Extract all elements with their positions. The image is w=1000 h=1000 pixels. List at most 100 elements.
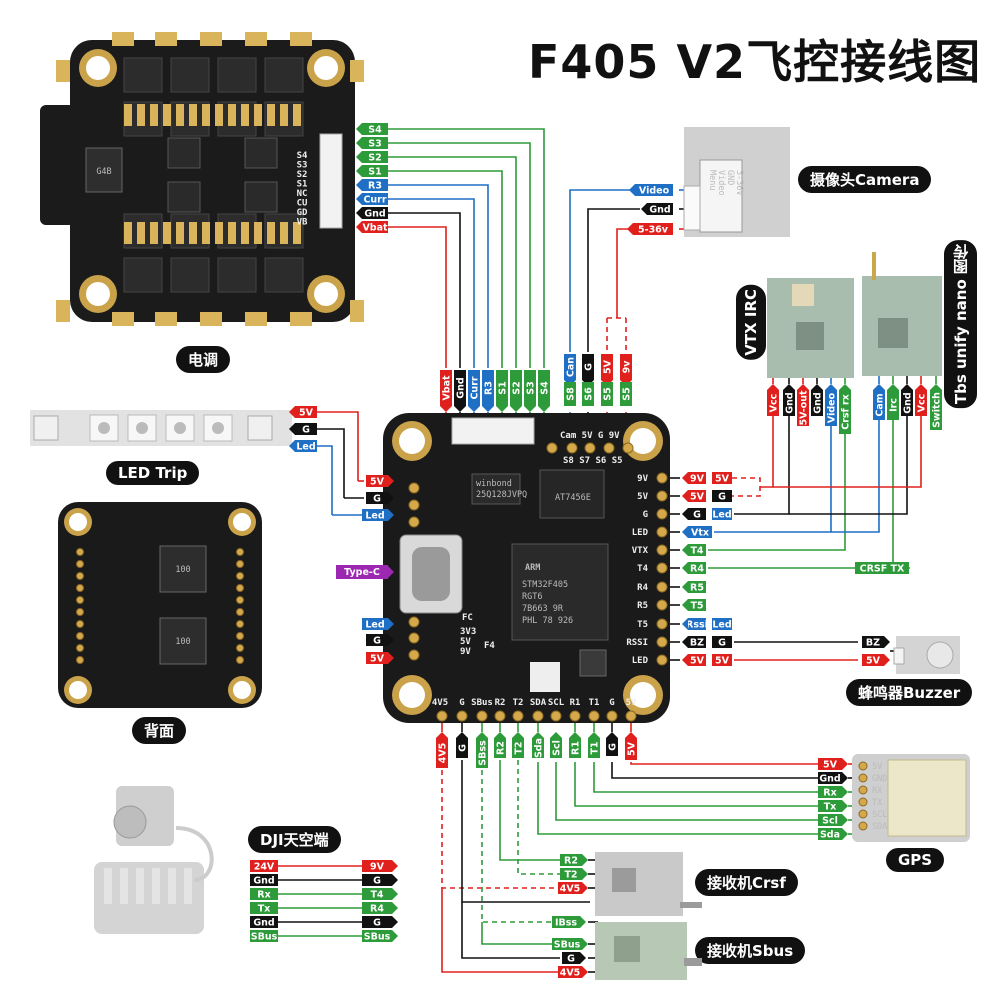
back-pad	[76, 632, 84, 640]
esc-motor-pad	[56, 60, 70, 82]
dji-right-tag: R4	[362, 902, 398, 915]
back-pad	[236, 596, 244, 604]
tag-box	[362, 509, 388, 521]
tag-label: 4V5	[560, 968, 581, 979]
tag-label: Type-C	[344, 567, 380, 578]
tag-arrow	[356, 207, 362, 219]
tag-box	[454, 370, 466, 406]
esc-pin-silk: GD	[297, 208, 308, 218]
tag-arrow	[625, 732, 637, 738]
fc-silk: 3V3	[460, 627, 476, 637]
tag-box	[601, 382, 613, 406]
fc-right-tag: 5V	[682, 654, 706, 667]
tag-arrow	[388, 475, 394, 487]
tag-box	[295, 440, 317, 452]
tag-label: Video	[827, 392, 838, 423]
fc-right-pad	[656, 654, 668, 666]
esc-tag: S1	[356, 165, 388, 178]
back-pad	[236, 620, 244, 628]
mosfet	[217, 101, 257, 137]
tag-box	[552, 916, 580, 928]
dji-fin	[152, 868, 160, 904]
tag-arrow	[569, 732, 581, 738]
tag-arrow	[797, 384, 809, 390]
tag-label: Led	[296, 442, 315, 453]
sbus-rx-tag: 4V5	[558, 966, 588, 979]
tag-box	[818, 758, 842, 770]
tag-arrow	[682, 654, 688, 666]
smd-resistor	[150, 104, 158, 126]
tag-label: SBus	[554, 940, 581, 951]
dji-cable	[175, 826, 214, 882]
tag-label: Gnd	[456, 377, 467, 398]
led-strip-tag: Led	[289, 440, 317, 453]
tag-label: G	[302, 425, 310, 436]
tag-box	[250, 874, 278, 886]
mount-hole	[399, 428, 425, 454]
tag-arrow	[392, 860, 398, 872]
tag-box	[564, 354, 576, 380]
gps-tag: Sda	[818, 828, 848, 841]
gps-pin-silk: 5V	[872, 762, 882, 772]
tag-arrow	[641, 203, 647, 215]
inductor-mark: 100	[175, 565, 190, 575]
tag-label: 5V	[627, 741, 638, 756]
fc-right-tag: G	[712, 490, 732, 503]
fc-right-silk: G	[643, 510, 648, 520]
tag-label: G	[718, 492, 726, 503]
tag-box	[362, 151, 388, 163]
fc-cam-tag: 9v	[620, 354, 633, 386]
smd-resistor	[293, 104, 301, 126]
tag-box	[582, 382, 594, 406]
tag-label: SBss	[478, 740, 489, 766]
back-pad	[236, 572, 244, 580]
tag-label: S5	[603, 387, 614, 400]
tag-box	[688, 654, 706, 666]
tag-label: Gnd	[253, 876, 274, 887]
tag-label: Tx	[824, 802, 837, 813]
vtx-irc-tag: Gnd	[783, 384, 796, 416]
tag-box	[569, 738, 581, 758]
tag-label: 5V	[690, 656, 705, 667]
fc-bottom-tag: G	[606, 732, 619, 756]
tag-label: Scl	[552, 740, 563, 756]
tag-box	[839, 390, 851, 434]
gps-tag: Tx	[818, 800, 848, 813]
fc-left-tag: Led	[362, 509, 394, 522]
tag-label: S4	[540, 381, 551, 395]
smd-resistor	[176, 222, 184, 244]
fc-bottom-tag: 4V5	[436, 732, 449, 768]
esc-pin-silk: CU	[297, 199, 308, 209]
tag-label: R1	[571, 741, 582, 755]
buzzer-tag: BZ	[862, 636, 890, 649]
tag-arrow	[767, 384, 779, 390]
fc-left-tag: 5V	[366, 475, 394, 488]
fc-right-pad	[656, 618, 668, 630]
fc-top-silk: Cam 5V G 9V	[560, 431, 620, 441]
tag-arrow	[580, 916, 586, 928]
mount-hole	[69, 681, 87, 699]
gps-pin-silk: SCL	[872, 810, 887, 820]
esc-tag: R3	[356, 179, 388, 192]
fc-right-silk: LED	[632, 656, 649, 666]
gps-wire	[630, 762, 818, 765]
esc-motor-pad	[350, 60, 364, 82]
tag-box	[873, 390, 885, 420]
vtx-irc-tag: Gnd	[811, 384, 824, 416]
tag-box	[887, 390, 899, 420]
tag-box	[930, 390, 942, 430]
tag-arrow	[392, 916, 398, 928]
tag-box	[601, 354, 613, 380]
fc-bottom-tag: Scl	[550, 732, 563, 758]
sbus-rx-antenna	[684, 958, 702, 966]
tag-box	[562, 952, 580, 964]
fc-top-silk: S8 S7 S6 S5	[563, 456, 623, 466]
dji-right-tag: SBus	[362, 930, 398, 943]
fc-bottom-tag: T2	[512, 732, 525, 758]
tag-box	[862, 636, 884, 648]
dji-right-tag: G	[362, 916, 398, 929]
esc-motor-pad	[155, 312, 177, 326]
esc-motor-pad	[112, 32, 134, 46]
tag-box	[362, 888, 392, 900]
